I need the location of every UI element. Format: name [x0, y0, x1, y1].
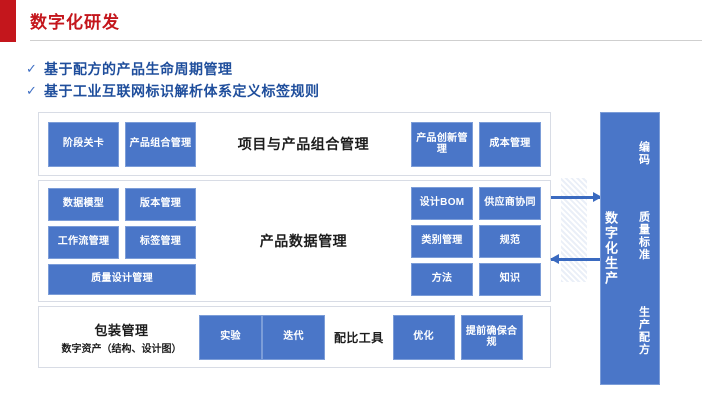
bullet-text: 基于工业互联网标识解析体系定义标签规则: [44, 83, 320, 99]
box-method[interactable]: 方法: [411, 262, 473, 296]
row1-right-boxes: 产品创新管理 成本管理: [411, 121, 541, 167]
panel-packaging-mgmt: 包装管理 数字资产（结构、设计图） 实验 迭代 配比工具 优化 提前确保合规: [38, 306, 551, 368]
item-coding[interactable]: 编码: [637, 141, 650, 167]
box-specification[interactable]: 规范: [479, 224, 541, 258]
box-label-mgmt[interactable]: 标签管理: [125, 225, 196, 259]
panel-project-portfolio: 阶段关卡 产品组合管理 项目与产品组合管理 产品创新管理 成本管理: [38, 112, 551, 176]
box-knowledge[interactable]: 知识: [479, 262, 541, 296]
connector-texture: [561, 178, 587, 282]
row2-right-line3: 方法 知识: [411, 262, 541, 296]
box-optimization[interactable]: 优化: [392, 314, 455, 360]
bullet-list: ✓ 基于配方的产品生命周期管理 ✓ 基于工业互联网标识解析体系定义标签规则: [26, 58, 646, 102]
architecture-diagram: 阶段关卡 产品组合管理 项目与产品组合管理 产品创新管理 成本管理 数据模型 版…: [38, 112, 683, 390]
box-quality-design-mgmt[interactable]: 质量设计管理: [48, 263, 196, 295]
panel-heading-product-data-mgmt: 产品数据管理: [259, 233, 348, 249]
bullet-text: 基于配方的产品生命周期管理: [44, 61, 233, 77]
header-divider: [30, 40, 702, 41]
label-packaging-mgmt: 包装管理: [94, 322, 149, 338]
check-icon: ✓: [26, 83, 37, 98]
box-version-mgmt[interactable]: 版本管理: [125, 187, 196, 221]
box-design-bom[interactable]: 设计BOM: [411, 186, 473, 220]
label-formulation-tool: 配比工具: [334, 330, 384, 345]
row2-left-boxes: 数据模型 版本管理 工作流管理 标签管理 质量设计管理: [48, 187, 196, 295]
label-digital-production: 数字化生产: [603, 211, 618, 286]
box-ensure-compliance-early[interactable]: 提前确保合规: [460, 314, 523, 360]
page-header: 数字化研发: [0, 0, 720, 44]
packaging-label-group: 包装管理 数字资产（结构、设计图）: [48, 320, 195, 355]
box-supplier-collaboration[interactable]: 供应商协同: [479, 186, 541, 220]
panel-digital-production: 数字化生产 编码 质量标准 生产配方: [600, 112, 660, 385]
row2-left-line2: 工作流管理 标签管理: [48, 225, 196, 259]
page-title: 数字化研发: [30, 13, 120, 32]
header-accent-bar: [0, 0, 16, 42]
box-data-model[interactable]: 数据模型: [48, 187, 119, 221]
diagram-left-stack: 阶段关卡 产品组合管理 项目与产品组合管理 产品创新管理 成本管理 数据模型 版…: [38, 112, 551, 368]
box-product-innovation-mgmt[interactable]: 产品创新管理: [411, 121, 473, 167]
box-experiment[interactable]: 实验: [199, 314, 262, 360]
row1-left-boxes: 阶段关卡 产品组合管理: [48, 121, 196, 167]
row2-left-line1: 数据模型 版本管理: [48, 187, 196, 221]
panel-heading-project-portfolio: 项目与产品组合管理: [237, 136, 370, 152]
box-cost-mgmt[interactable]: 成本管理: [479, 121, 541, 167]
arrow-right-icon: [551, 192, 602, 202]
digital-production-items: 编码 质量标准 生产配方: [630, 119, 656, 378]
row3-right-boxes: 优化 提前确保合规: [392, 314, 523, 360]
box-iteration[interactable]: 迭代: [262, 314, 325, 360]
list-item: ✓ 基于配方的产品生命周期管理: [26, 58, 646, 80]
item-quality-standard[interactable]: 质量标准: [637, 210, 650, 261]
row2-right-line2: 类别管理 规范: [411, 224, 541, 258]
arrow-left-icon: [550, 254, 601, 264]
box-category-mgmt[interactable]: 类别管理: [411, 224, 473, 258]
connector-arrows: [550, 172, 602, 332]
box-product-portfolio-mgmt[interactable]: 产品组合管理: [125, 121, 196, 167]
box-workflow-mgmt[interactable]: 工作流管理: [48, 225, 119, 259]
panel-product-data-mgmt: 数据模型 版本管理 工作流管理 标签管理 质量设计管理 产品数据管理 设计BOM…: [38, 180, 551, 302]
list-item: ✓ 基于工业互联网标识解析体系定义标签规则: [26, 80, 646, 102]
row2-right-boxes: 设计BOM 供应商协同 类别管理 规范 方法 知识: [411, 186, 541, 296]
box-stage-gate[interactable]: 阶段关卡: [48, 121, 119, 167]
label-digital-assets: 数字资产（结构、设计图）: [61, 343, 182, 355]
check-icon: ✓: [26, 61, 37, 76]
row2-right-line1: 设计BOM 供应商协同: [411, 186, 541, 220]
item-production-formula[interactable]: 生产配方: [637, 305, 650, 356]
row3-pair-boxes: 实验 迭代: [199, 314, 325, 360]
